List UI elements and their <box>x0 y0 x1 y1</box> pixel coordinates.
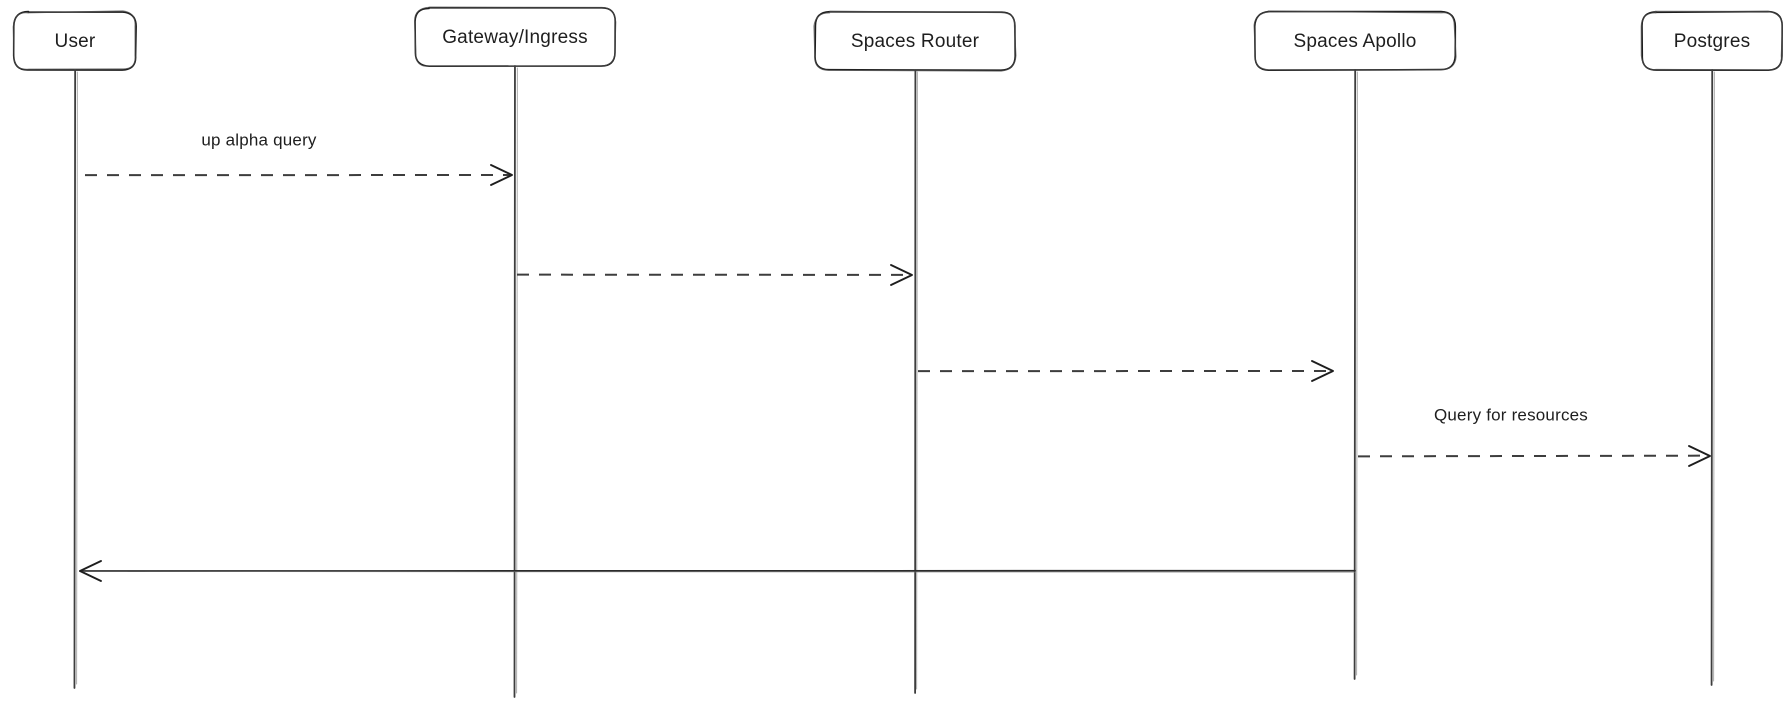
message-line-msg-4 <box>1357 454 1711 458</box>
message-msg-3[interactable] <box>917 360 1334 382</box>
participant-user[interactable]: User <box>12 10 137 689</box>
message-line-sketch-msg-5 <box>79 570 1356 573</box>
message-arrowhead-msg-5 <box>79 560 102 582</box>
lifeline-ghost-spaces-apollo <box>1356 71 1358 676</box>
message-arrowhead-msg-2 <box>890 264 913 286</box>
participant-spaces-router[interactable]: Spaces Router <box>813 10 1017 694</box>
message-label-msg-1: up alpha query <box>201 130 317 149</box>
participant-gateway[interactable]: Gateway/Ingress <box>414 6 617 698</box>
message-arrowhead-msg-1 <box>490 164 513 186</box>
message-label-msg-4: Query for resources <box>1434 405 1588 424</box>
participant-spaces-apollo[interactable]: Spaces Apollo <box>1253 10 1457 680</box>
participant-label-gateway: Gateway/Ingress <box>442 27 588 48</box>
lifeline-user <box>73 69 77 689</box>
participant-label-user: User <box>55 31 96 52</box>
message-msg-2[interactable] <box>516 264 913 286</box>
participant-label-spaces-apollo: Spaces Apollo <box>1293 31 1416 52</box>
participant-postgres[interactable]: Postgres <box>1640 10 1784 686</box>
message-arrowhead-msg-3 <box>1311 360 1334 382</box>
lifeline-ghost-postgres <box>1713 71 1715 682</box>
participant-label-postgres: Postgres <box>1674 31 1751 52</box>
message-msg-4[interactable]: Query for resources <box>1357 405 1711 467</box>
lifeline-ghost-user <box>76 71 78 685</box>
message-arrowhead-msg-4 <box>1688 445 1711 467</box>
lifeline-postgres <box>1710 69 1714 686</box>
lifeline-ghost-spaces-router <box>916 71 918 690</box>
message-msg-1[interactable]: up alpha query <box>84 130 513 186</box>
lifeline-ghost-gateway <box>516 67 518 694</box>
participant-box-sketch-user <box>12 10 136 70</box>
participant-label-spaces-router: Spaces Router <box>851 31 980 52</box>
lifeline-spaces-apollo <box>1353 69 1357 680</box>
message-msg-5[interactable] <box>79 560 1356 582</box>
